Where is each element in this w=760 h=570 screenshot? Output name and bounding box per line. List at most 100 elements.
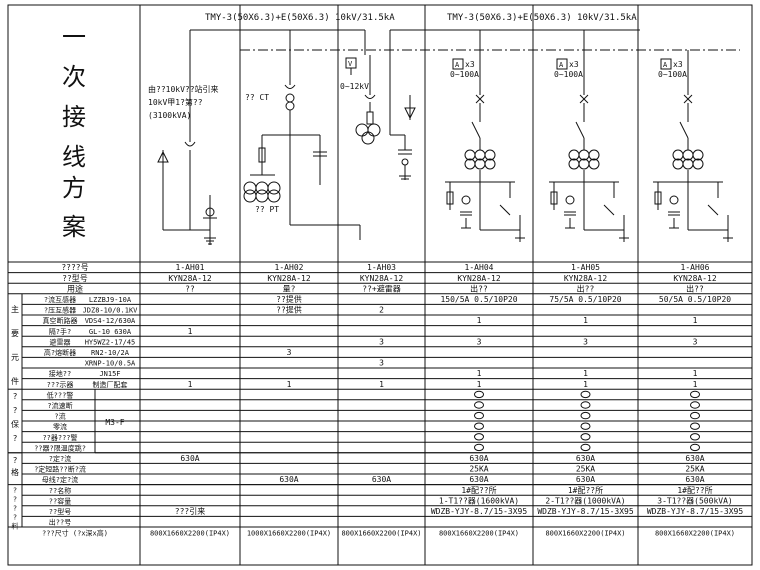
table-cell: 1 [188,380,193,389]
table-cell: 1 [477,369,482,378]
group-label-spec: 格 [11,467,19,477]
group-label-main: 主 [11,304,19,314]
table-cell: 1#配??所 [677,485,712,495]
ammeter-range: 0~100A [554,70,583,79]
incoming-text: 由??10kV??站引来 [148,84,219,94]
table-cell: WDZB-YJY-8.7/15-3X95 [537,507,634,516]
group-label-cable: ? [13,496,17,504]
protection-enabled-mark [580,411,591,420]
protection-enabled-mark [474,401,484,409]
table-cell: 630A [576,454,595,463]
component-name: 隔?手? [49,327,71,336]
table-cell: 出?? [686,283,704,293]
component-model: GL-10 630A [89,328,132,336]
component-model: XRNP-10/0.5A [85,360,136,368]
table-cell: 1000X1660X2200(IP4X) [247,530,331,538]
a-box-label: A [663,61,668,69]
table-cell: 1#配??所 [461,485,496,495]
bus-label-right: TMY-3(50X6.3)+E(50X6.3) 10kV/31.5kA [447,13,637,23]
row-label: ??型号 [62,274,88,283]
table-cell: 800X1660X2200(IP4X) [439,530,519,538]
protection-enabled-mark [580,422,591,430]
feeder-ah05: A x3 0~100A [549,30,629,242]
table-cell: 1-AH03 [367,263,396,272]
table-cell: 50/5A 0.5/10P20 [659,295,731,304]
table-cell: ?? [185,284,195,293]
table-cell: 800X1660X2200(IP4X) [655,530,735,538]
a-box-label: A [559,61,564,69]
table-cell: 800X1660X2200(IP4X) [341,530,421,538]
table-cell: 630A [279,475,298,484]
table-cell: 630A [180,454,199,463]
table-cell: 25KA [576,465,595,474]
cable-name: ??型号 [49,507,71,516]
table-cell: 1 [287,380,292,389]
table-cell: 630A [469,475,488,484]
cable-name: 出??号 [49,518,71,527]
table-cell: 量? [283,284,296,293]
table-cell: 630A [685,475,704,484]
table-cell: 1-AH04 [465,263,494,272]
table-cell: 630A [576,475,595,484]
table-cell: 3 [693,337,698,346]
component-name: ?压互感器 [44,306,76,315]
component-name: 高?熔断器 [44,348,76,357]
component-model: JDZ8-10/0.1KV [83,307,139,315]
diagram-frame [7,4,753,566]
table-cell: 3-T1??器(500kVA) [657,496,732,505]
table-cell: 1 [583,380,588,389]
protection-enabled-mark [474,411,484,420]
table-cell: 1 [693,369,698,378]
table-cell: 3 [477,337,482,346]
protection-enabled-mark [690,443,700,452]
feeder-ah02: ?? CT ?? PT [243,30,361,240]
group-label-spec: ? [13,456,18,465]
table-cell: 1 [693,380,698,389]
table-cell: 1 [477,316,482,325]
component-model: JN15F [99,370,120,378]
a-box-label: A [455,61,460,69]
protection-name: ?流速断 [47,401,72,410]
diagram-title: 一 次 接 线 方 案 [62,23,86,241]
protection-name: ??器???警 [42,433,77,442]
table-cell: ??+避雷器 [362,283,400,293]
protection-enabled-mark [690,401,700,409]
component-name: ?流互感器 [44,295,76,304]
table-cell: 1 [477,380,482,389]
component-model: VDS4-12/630A [85,317,136,325]
table-cell: WDZB-YJY-8.7/15-3X95 [431,507,528,516]
table-cell: 75/5A 0.5/10P20 [549,295,621,304]
table-cell: 1#配??所 [568,485,603,495]
feeder-ah04: A x3 0~100A [445,30,525,242]
table-cell: 630A [372,475,391,484]
group-label-cable: 料 [12,522,19,531]
component-model: RN2-10/2A [91,349,130,357]
table-cell: 出?? [577,283,595,293]
component-model: LZZBJ9-10A [89,296,132,304]
table-cell: 1-AH06 [681,263,710,272]
table-cell: 25KA [469,465,488,474]
group-label-main: 件 [11,376,19,386]
incoming-text: 10kV甲1?第?? [148,97,203,107]
ammeter-x3: x3 [569,60,579,69]
table-cell: KYN28A-12 [360,274,404,283]
group-label-main: 要 [11,329,19,338]
feeder-ah01: 由??10kV??站引来 10kV甲1?第?? (3100kVA) [148,30,219,245]
title-char: 一 [62,23,86,51]
table-cell: 1 [583,369,588,378]
title-char: 方 [62,174,86,202]
component-name: 接地?? [49,369,71,378]
table-cell: 1 [379,380,384,389]
table-cell: 150/5A 0.5/10P20 [440,295,517,304]
protection-enabled-mark [580,443,591,452]
incoming-text: (3100kVA) [148,111,191,120]
spec-name: 母线?定?流 [42,475,78,484]
table-cell: KYN28A-12 [267,274,311,283]
title-char: 接 [62,103,86,131]
group-label-protect: 保 [11,419,19,429]
table-cell: ???引来 [175,507,205,516]
table-cell: 25KA [685,465,704,474]
table-cell: 1 [188,327,193,336]
row-label: ???尺寸 (?x深x高) [42,529,108,538]
